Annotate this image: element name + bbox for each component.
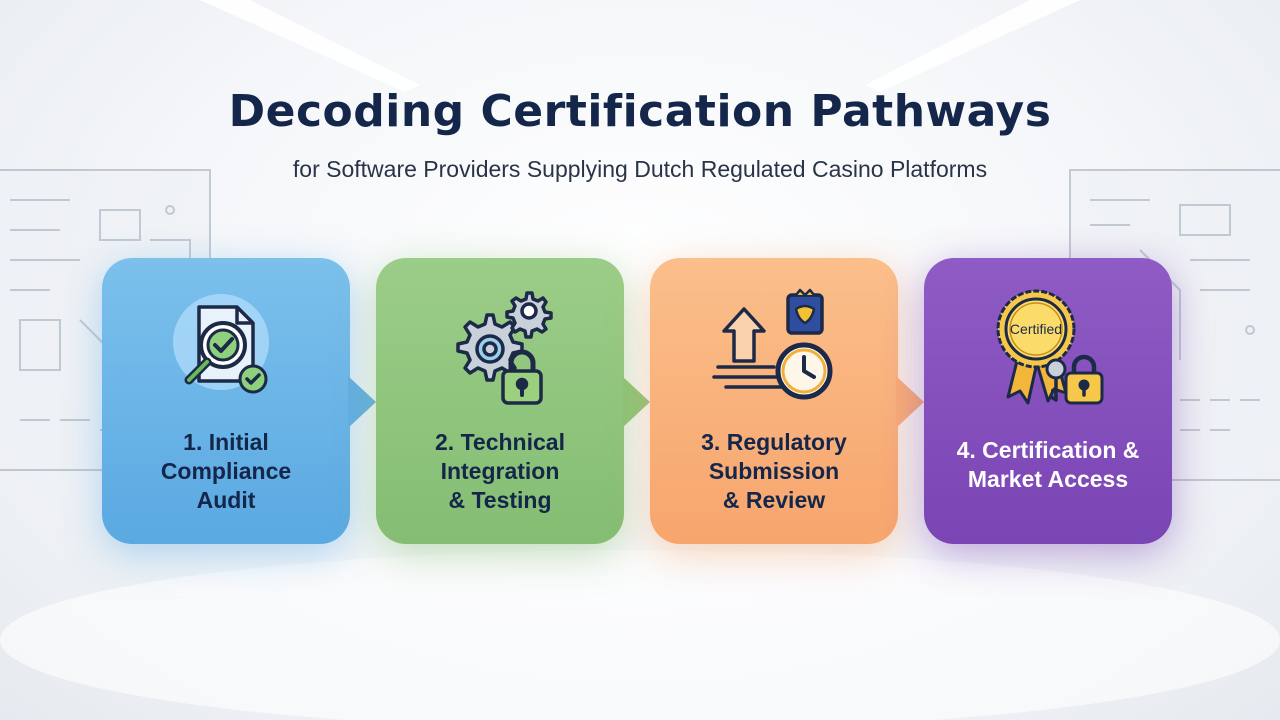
page-subtitle: for Software Providers Supplying Dutch R…: [292, 156, 988, 182]
step-2-label: 2. Technical Integration & Testing: [435, 429, 565, 513]
step-3-label: 3. Regulatory Submission & Review: [701, 429, 847, 513]
step-1-arrow-notch: [348, 376, 376, 428]
step-4-card: Certified 4. Certification & Market Acce…: [924, 258, 1172, 544]
document-magnifier-check-icon: [102, 286, 350, 418]
step-1-label: 1. Initial Compliance Audit: [160, 429, 292, 513]
step-1-card: 1. Initial Compliance Audit: [102, 258, 376, 544]
step-3-arrow-notch: [896, 376, 924, 428]
step-2-arrow-notch: [622, 376, 650, 428]
seal-certified-text: Certified: [1010, 321, 1062, 337]
gears-padlock-icon: [376, 286, 624, 418]
step-2-card: 2. Technical Integration & Testing: [376, 258, 650, 544]
page-title: Decoding Certification Pathways: [228, 86, 1052, 137]
arrow-crest-clock-icon: [650, 286, 898, 418]
certified-seal-key-padlock-icon: Certified: [924, 286, 1172, 418]
step-3-card: 3. Regulatory Submission & Review: [650, 258, 924, 544]
step-4-label: 4. Certification & Market Access: [956, 437, 1140, 492]
